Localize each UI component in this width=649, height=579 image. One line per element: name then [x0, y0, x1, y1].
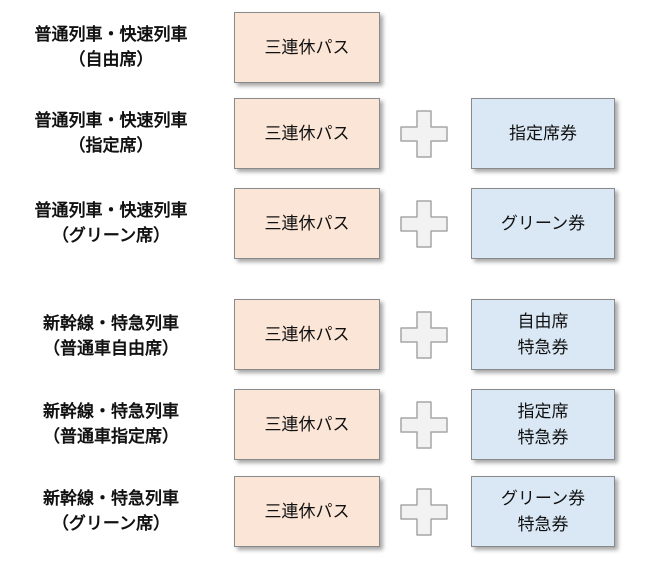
category-line-1: 新幹線・特急列車 [43, 489, 179, 509]
category-line-2: （普通車自由席） [43, 339, 179, 359]
category-label: 普通列車・快速列車 （自由席） [0, 23, 222, 73]
ticket-line-2: 特急券 [517, 337, 569, 358]
category-label: 新幹線・特急列車 （普通車指定席） [0, 400, 222, 450]
ticket-line-2: 特急券 [517, 427, 569, 448]
plus-icon [400, 311, 448, 359]
category-line-1: 普通列車・快速列車 [34, 25, 188, 45]
category-line-1: 新幹線・特急列車 [43, 314, 179, 334]
category-label: 新幹線・特急列車 （グリーン席） [0, 487, 222, 537]
pass-label: 三連休パス [264, 37, 350, 58]
category-line-2: （自由席） [68, 50, 154, 70]
pass-label: 三連休パス [264, 501, 350, 522]
pass-box: 三連休パス [234, 188, 380, 259]
ticket-line-1: 指定席券 [509, 123, 577, 144]
category-line-1: 新幹線・特急列車 [43, 402, 179, 422]
plus-icon [400, 401, 448, 449]
ticket-box: 自由席 特急券 [471, 299, 615, 370]
ticket-line-1: グリーン券 [500, 213, 586, 234]
category-line-2: （グリーン席） [51, 226, 171, 246]
category-line-1: 普通列車・快速列車 [34, 201, 188, 221]
pass-box: 三連休パス [234, 98, 380, 169]
pass-label: 三連休パス [264, 123, 350, 144]
pass-label: 三連休パス [264, 213, 350, 234]
ticket-line-1: 指定席 [517, 401, 569, 422]
category-label: 新幹線・特急列車 （普通車自由席） [0, 312, 222, 362]
category-line-2: （グリーン席） [51, 514, 171, 534]
ticket-box: 指定席券 [471, 98, 615, 169]
ticket-line-1: グリーン券 [500, 488, 586, 509]
ticket-box: 指定席 特急券 [471, 389, 615, 460]
plus-icon [400, 200, 448, 248]
ticket-box: グリーン券 [471, 188, 615, 259]
category-line-1: 普通列車・快速列車 [34, 111, 188, 131]
plus-icon [400, 488, 448, 536]
pass-label: 三連休パス [264, 324, 350, 345]
category-label: 普通列車・快速列車 （グリーン席） [0, 199, 222, 249]
pass-box: 三連休パス [234, 389, 380, 460]
pass-box: 三連休パス [234, 299, 380, 370]
ticket-box: グリーン券 特急券 [471, 476, 615, 547]
category-line-2: （普通車指定席） [43, 427, 179, 447]
ticket-line-1: 自由席 [517, 311, 569, 332]
pass-box: 三連休パス [234, 12, 380, 83]
category-label: 普通列車・快速列車 （指定席） [0, 109, 222, 159]
ticket-line-2: 特急券 [517, 514, 569, 535]
plus-icon [400, 110, 448, 158]
category-line-2: （指定席） [68, 136, 154, 156]
pass-box: 三連休パス [234, 476, 380, 547]
pass-label: 三連休パス [264, 414, 350, 435]
